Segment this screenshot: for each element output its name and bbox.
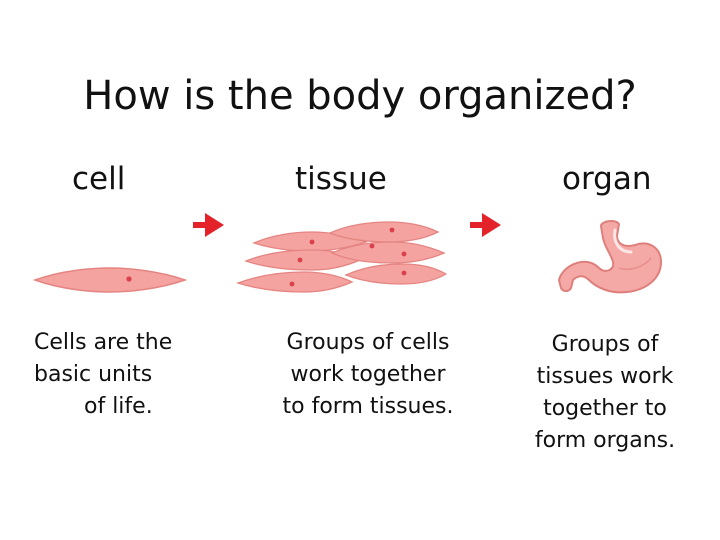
stage-label-tissue: tissue — [295, 161, 387, 197]
stage-label-organ: organ — [562, 161, 652, 197]
description-line: Groups of cells — [286, 330, 450, 355]
description-line: work together — [290, 362, 446, 387]
description-line: of life. — [84, 394, 153, 419]
page-title: How is the body organized? — [83, 73, 637, 119]
arrow-icon-cell-to-tissue — [193, 213, 224, 237]
description-line: Cells are the — [34, 330, 173, 355]
description-line: together to — [543, 396, 667, 421]
description-line: tissues work — [536, 364, 674, 389]
stomach-illustration — [557, 219, 663, 294]
cell-illustration — [32, 267, 188, 293]
stage-label-cell: cell — [72, 161, 126, 197]
description-line: Groups of — [551, 332, 659, 357]
description-line: basic units — [34, 362, 153, 387]
tissue-illustration — [235, 221, 448, 293]
description-line: to form tissues. — [282, 394, 454, 419]
arrow-icon-tissue-to-organ — [470, 213, 501, 237]
organ-description: Groups of tissues work together to form … — [510, 329, 700, 457]
description-line: form organs. — [534, 428, 676, 453]
tissue-description: Groups of cells work together to form ti… — [250, 327, 486, 423]
cell-description: Cells are the basic units of life. — [34, 327, 234, 423]
